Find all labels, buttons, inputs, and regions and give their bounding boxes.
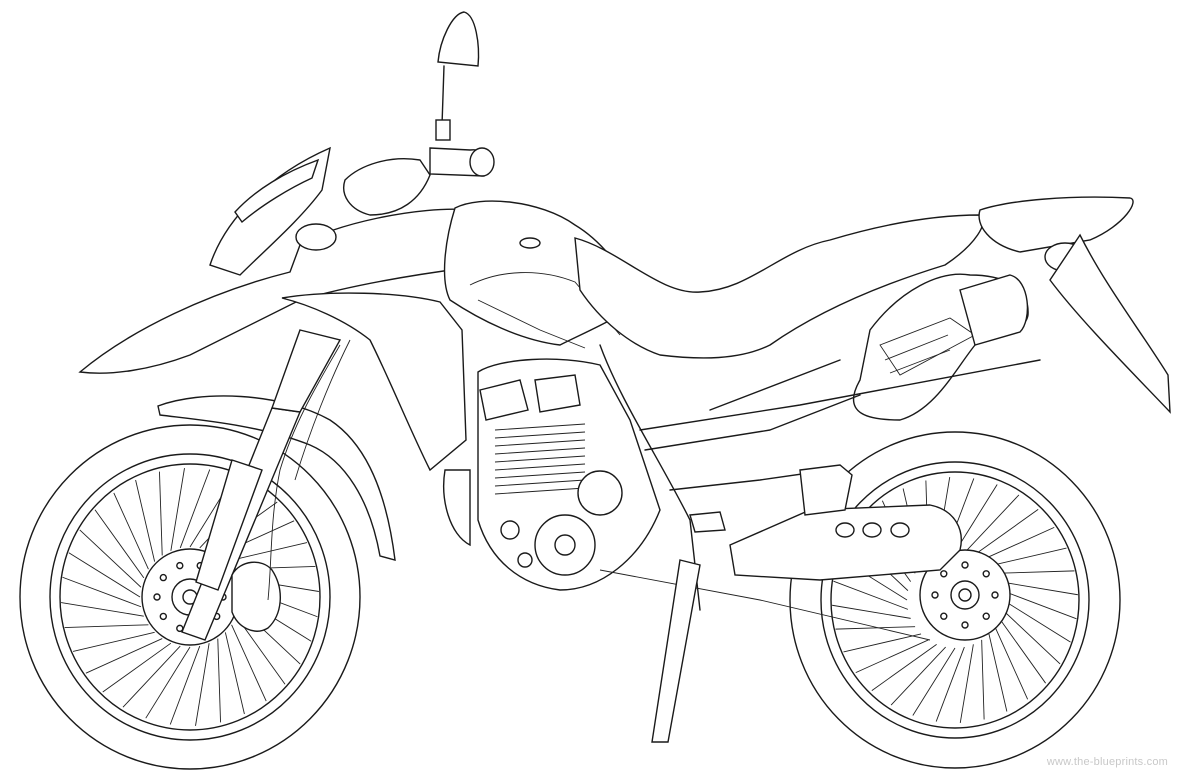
front-fork	[181, 329, 342, 641]
spoke-line	[998, 618, 1046, 684]
spoke-line	[145, 646, 191, 719]
watermark-text: www.the-blueprints.com	[1046, 756, 1168, 768]
brake-cable	[267, 344, 341, 601]
rear-sprocket-holes	[931, 561, 999, 629]
spoke-line	[494, 439, 586, 447]
spoke-line	[832, 604, 911, 619]
spoke-line	[79, 529, 142, 588]
swingarm-hole	[835, 522, 855, 538]
spoke-line	[113, 492, 149, 570]
handlebar	[343, 147, 495, 216]
spoke-line	[871, 643, 937, 691]
spoke-line	[72, 631, 155, 652]
sprocket-hole	[982, 612, 990, 620]
spoke-line	[179, 469, 211, 549]
spoke-line	[833, 580, 909, 610]
cylinder-fins	[494, 423, 586, 495]
spoke-line	[935, 646, 965, 722]
spoke-line	[102, 642, 172, 693]
footpeg	[689, 511, 726, 533]
spoke-line	[494, 447, 586, 455]
disc-hole	[159, 612, 168, 621]
spoke-line	[994, 626, 1029, 700]
spoke-line	[62, 576, 142, 608]
spoke-line	[494, 463, 586, 471]
spoke-line	[494, 431, 586, 439]
spoke-line	[912, 647, 956, 716]
spoke-line	[159, 471, 163, 556]
seat	[574, 214, 984, 359]
engine-cover	[534, 514, 596, 576]
spoke-line	[843, 633, 922, 653]
spoke-line	[988, 633, 1008, 712]
disc-hole	[159, 573, 168, 582]
spoke-line	[94, 509, 145, 579]
front-brake-caliper	[231, 561, 281, 632]
rear-shock	[799, 464, 853, 516]
spoke-line	[981, 639, 985, 720]
swingarm-hole	[890, 522, 910, 538]
spoke-line	[85, 638, 163, 674]
spoke-line	[835, 626, 916, 630]
spoke-line	[169, 645, 201, 725]
spoke-line	[122, 645, 181, 708]
spoke-line	[170, 468, 185, 551]
sprocket-hole	[961, 561, 969, 569]
sprocket-hole	[931, 591, 939, 599]
rear-wheel	[789, 431, 1121, 769]
spoke-line	[217, 638, 221, 723]
sprocket-hole	[940, 570, 948, 578]
swingarm-hole	[862, 522, 882, 538]
rear-sprocket	[919, 549, 1011, 641]
spoke-line	[855, 639, 929, 674]
front-fender	[157, 395, 396, 561]
spoke-line	[224, 632, 245, 715]
disc-hole	[153, 593, 161, 601]
swingarm-holes	[835, 522, 910, 538]
spoke-line	[1002, 599, 1071, 643]
rear-mudguard	[1049, 233, 1171, 414]
sprocket-hole	[991, 591, 999, 599]
spoke-line	[959, 644, 974, 723]
spoke-line	[973, 509, 1039, 557]
engine	[443, 358, 661, 591]
mirror	[435, 11, 480, 141]
sprocket-hole	[961, 621, 969, 629]
disc-hole	[176, 561, 184, 570]
swingarm	[729, 504, 962, 581]
front-fairing	[78, 146, 551, 472]
chain-line	[599, 569, 931, 641]
sprocket-hole	[940, 612, 948, 620]
spoke-line	[1001, 590, 1077, 620]
spoke-line	[494, 487, 586, 495]
spoke-line	[494, 471, 586, 479]
spoke-line	[61, 602, 144, 617]
spoke-line	[981, 526, 1055, 561]
spoke-line	[64, 624, 149, 628]
spoke-line	[195, 643, 210, 726]
spoke-line	[494, 479, 586, 487]
spoke-line	[1001, 609, 1061, 665]
spoke-line	[890, 646, 946, 706]
spoke-line	[135, 479, 156, 562]
spoke-line	[494, 423, 586, 431]
spoke-line	[988, 547, 1067, 567]
exhaust-muffler	[959, 274, 1029, 346]
spoke-line	[494, 455, 586, 463]
sprocket-hole	[982, 570, 990, 578]
spoke-line	[954, 484, 998, 553]
spoke-line	[994, 570, 1075, 574]
spoke-line	[964, 494, 1020, 554]
side-stand	[651, 559, 701, 743]
front-wheel	[19, 424, 361, 770]
front-turn-signal	[295, 223, 337, 251]
spoke-line	[68, 552, 141, 598]
spoke-line	[999, 581, 1078, 596]
spoke-line	[231, 624, 267, 702]
